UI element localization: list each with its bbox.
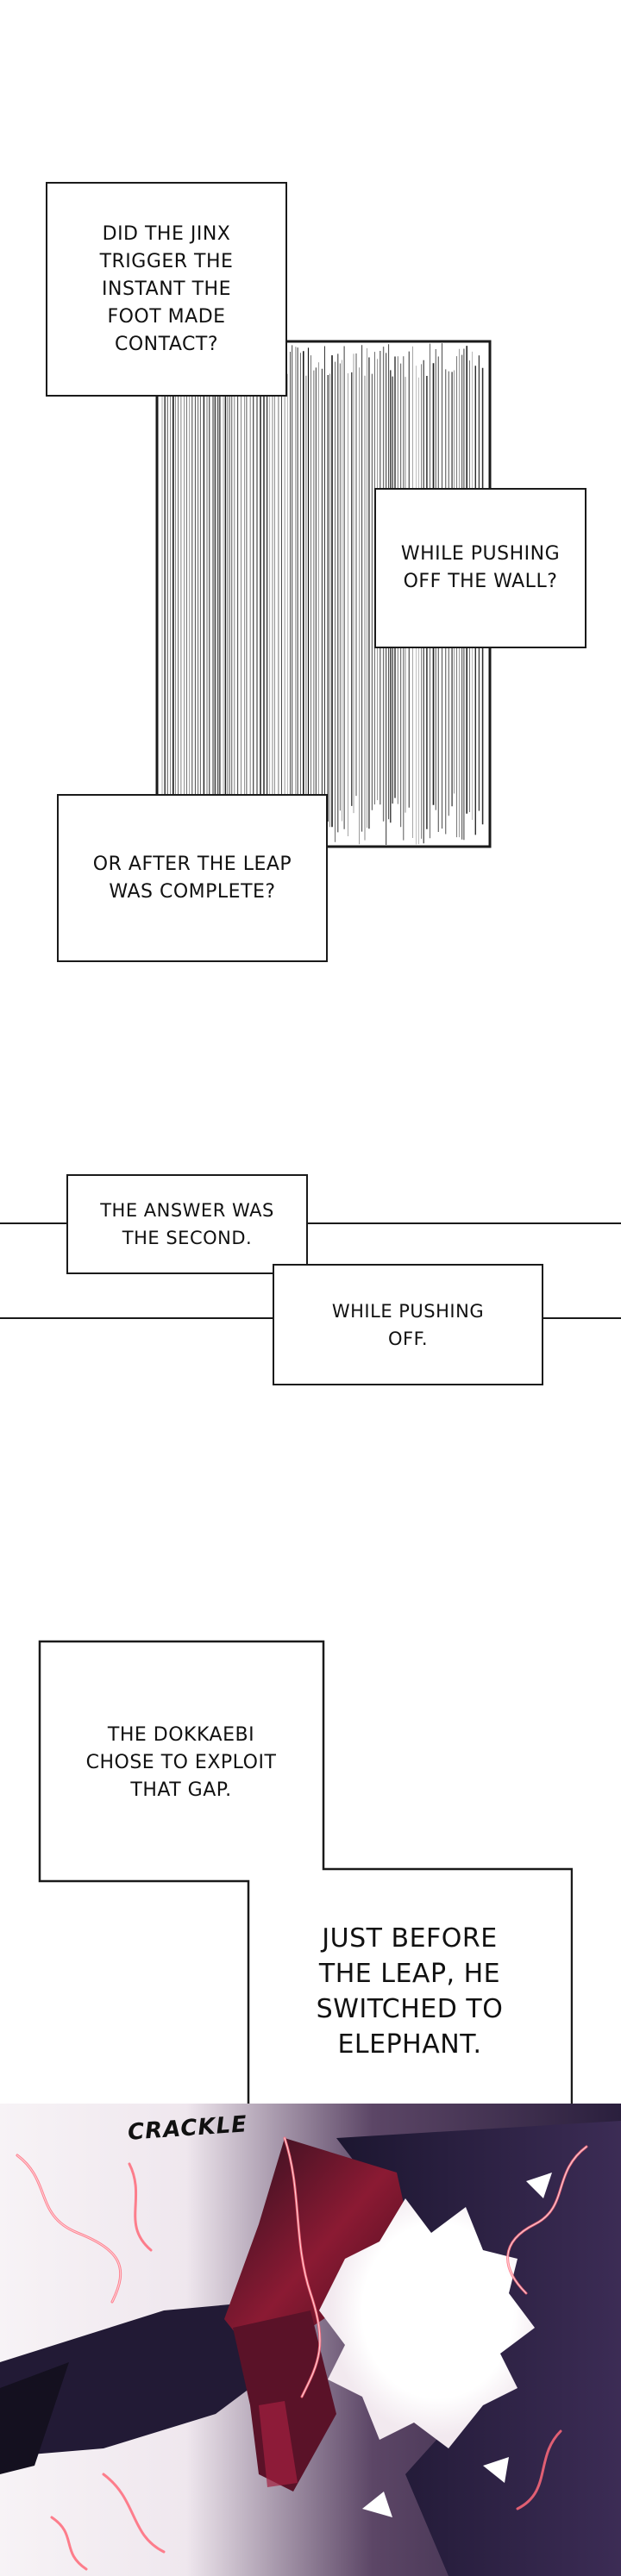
caption-switched-elephant: JUST BEFORE THE LEAP, HE SWITCHED TO ELE…	[259, 1905, 561, 2078]
caption-answer-second-text: THE ANSWER WAS THE SECOND.	[100, 1200, 274, 1248]
divider-line-upper	[0, 1222, 621, 1224]
caption-dokkaebi-gap: THE DOKKAEBI CHOSE TO EXPLOIT THAT GAP.	[52, 1690, 310, 1836]
caption-switched-elephant-text: JUST BEFORE THE LEAP, HE SWITCHED TO ELE…	[316, 1923, 504, 2060]
caption-after-leap: OR AFTER THE LEAP WAS COMPLETE?	[57, 794, 328, 962]
action-illustration-panel	[0, 2104, 621, 2576]
caption-jinx-trigger: DID THE JINX TRIGGER THE INSTANT THE FOO…	[46, 182, 287, 397]
caption-while-pushing-wall-text: WHILE PUSHING OFF THE WALL?	[400, 543, 561, 592]
caption-dokkaebi-gap-text: THE DOKKAEBI CHOSE TO EXPLOIT THAT GAP.	[85, 1724, 277, 1801]
caption-while-pushing-off: WHILE PUSHING OFF.	[273, 1264, 543, 1385]
caption-while-pushing-off-text: WHILE PUSHING OFF.	[331, 1300, 485, 1349]
caption-after-leap-text: OR AFTER THE LEAP WAS COMPLETE?	[92, 853, 292, 903]
caption-answer-second: THE ANSWER WAS THE SECOND.	[66, 1174, 308, 1274]
caption-jinx-trigger-text: DID THE JINX TRIGGER THE INSTANT THE FOO…	[99, 222, 234, 355]
caption-while-pushing-wall: WHILE PUSHING OFF THE WALL?	[374, 488, 586, 648]
